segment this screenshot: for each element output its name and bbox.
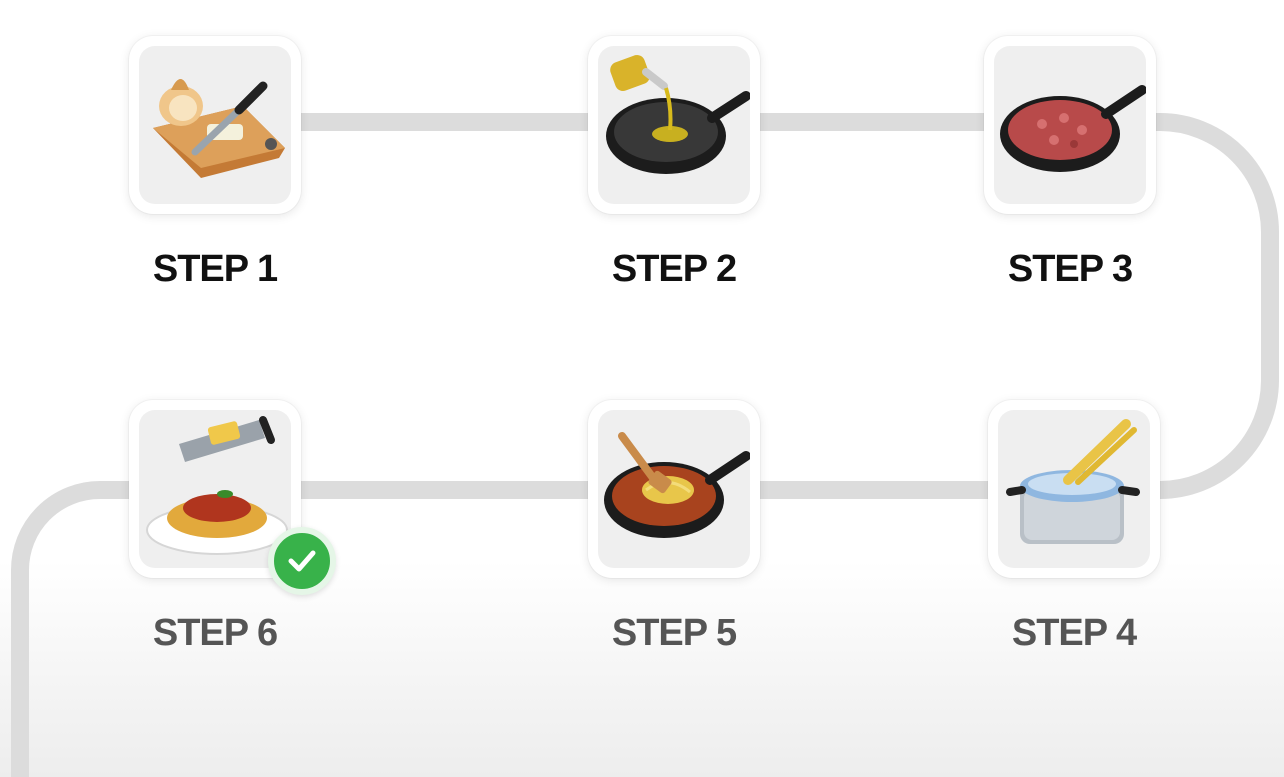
frying-pan-oil-icon xyxy=(606,55,750,174)
step-5-label: STEP 5 xyxy=(611,612,737,654)
pan-sauce-spaghetti-icon xyxy=(604,432,750,538)
step-1-label: STEP 1 xyxy=(152,248,278,290)
step-6-card[interactable] xyxy=(129,400,301,578)
cutting-board-onion-knife-icon xyxy=(153,79,285,178)
step-2-card[interactable] xyxy=(588,36,760,214)
bottom-fade xyxy=(0,560,1284,777)
step-6-label: STEP 6 xyxy=(152,612,278,654)
step-3-card[interactable] xyxy=(984,36,1156,214)
step-4-label: STEP 4 xyxy=(1011,612,1137,654)
step-3-label: STEP 3 xyxy=(1007,248,1133,290)
pan-ground-meat-icon xyxy=(1000,85,1146,172)
step-6-complete-check-icon xyxy=(268,527,336,595)
step-4-card[interactable] xyxy=(988,400,1160,578)
checkmark-icon xyxy=(288,550,316,572)
spaghetti-plate-cheese-grater-icon xyxy=(146,416,288,555)
pot-boiling-spaghetti-icon xyxy=(1006,419,1140,544)
step-1-card[interactable] xyxy=(129,36,301,214)
step-5-card[interactable] xyxy=(588,400,760,578)
step-2-label: STEP 2 xyxy=(611,248,737,290)
